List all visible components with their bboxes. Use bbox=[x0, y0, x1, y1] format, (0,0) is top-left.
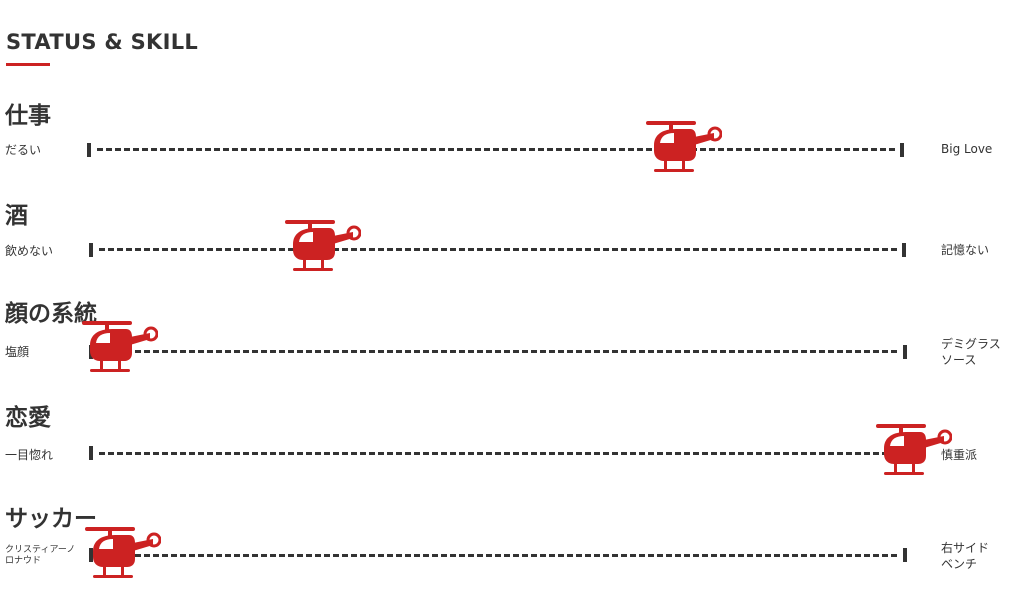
skill-left-label: だるい bbox=[5, 143, 42, 157]
helicopter-icon[interactable] bbox=[644, 119, 722, 175]
skill-title: 顔の系統 bbox=[5, 301, 97, 327]
skill-title: サッカー bbox=[5, 506, 97, 532]
skill-left-label: 塩顔 bbox=[5, 345, 30, 359]
skill-title: 酒 bbox=[5, 203, 28, 229]
skill-right-label: Big Love bbox=[941, 142, 993, 156]
track-end-tick bbox=[900, 143, 904, 157]
track-end-tick bbox=[903, 345, 907, 359]
skill-track bbox=[97, 148, 895, 154]
track-end-tick bbox=[902, 243, 906, 257]
helicopter-icon[interactable] bbox=[874, 422, 952, 478]
skill-left-label: 飲めない bbox=[5, 244, 54, 258]
helicopter-icon[interactable] bbox=[283, 218, 361, 274]
track-start-tick bbox=[89, 243, 93, 257]
skill-track bbox=[99, 554, 897, 560]
section-title: STATUS & SKILL bbox=[6, 30, 199, 54]
skill-left-label: 一目惚れ bbox=[5, 448, 54, 462]
skill-title: 仕事 bbox=[5, 103, 51, 129]
skill-track bbox=[99, 350, 897, 356]
title-underline bbox=[6, 63, 50, 66]
helicopter-icon[interactable] bbox=[83, 525, 161, 581]
skill-title: 恋愛 bbox=[5, 405, 51, 431]
skill-right-label: 記憶ない bbox=[941, 243, 990, 257]
skill-right-label: デミグラス ソース bbox=[941, 337, 1001, 367]
skill-track bbox=[99, 452, 897, 458]
track-start-tick bbox=[87, 143, 91, 157]
skill-right-label: 右サイド ベンチ bbox=[941, 541, 990, 571]
track-start-tick bbox=[89, 446, 93, 460]
skill-right-label: 慎重派 bbox=[941, 448, 978, 462]
skill-track bbox=[99, 248, 897, 254]
skill-left-label: クリスティアーノ ロナウド bbox=[5, 545, 76, 566]
track-start-tick bbox=[89, 548, 93, 562]
helicopter-icon[interactable] bbox=[80, 319, 158, 375]
track-end-tick bbox=[903, 548, 907, 562]
